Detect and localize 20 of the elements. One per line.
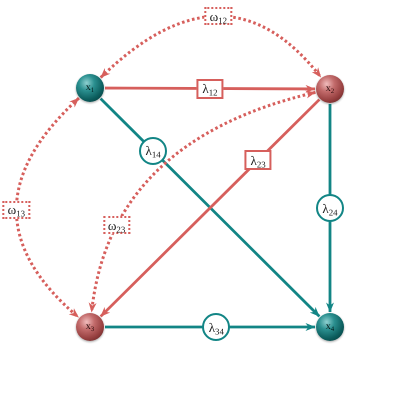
- edge-label: λ$_{34}$: [202, 313, 230, 341]
- edge-label: λ$_{14}$: [139, 136, 168, 165]
- sphere-node: [316, 75, 344, 103]
- sphere-node: [316, 313, 344, 341]
- edge-label: λ$_{24}$: [316, 194, 344, 222]
- sphere-node: [76, 74, 104, 102]
- edge-label: λ$_{12}$: [196, 78, 224, 98]
- edge-label: ω$_{23}$: [102, 216, 130, 234]
- double-arrow: [14, 97, 80, 318]
- double-arrow: [100, 14, 322, 79]
- node-label: x$_{4}$: [326, 322, 334, 332]
- arrow: [326, 104, 334, 312]
- arrow: [105, 84, 316, 93]
- node-label: x$_{2}$: [326, 84, 334, 94]
- edge-label: ω$_{13}$: [2, 200, 30, 219]
- node-label: x$_{1}$: [86, 83, 94, 93]
- node-label: x$_{3}$: [86, 322, 94, 332]
- sphere-node: [76, 313, 104, 341]
- edge-label: ω$_{12}$: [204, 7, 232, 26]
- edge-label: λ$_{23}$: [244, 150, 272, 170]
